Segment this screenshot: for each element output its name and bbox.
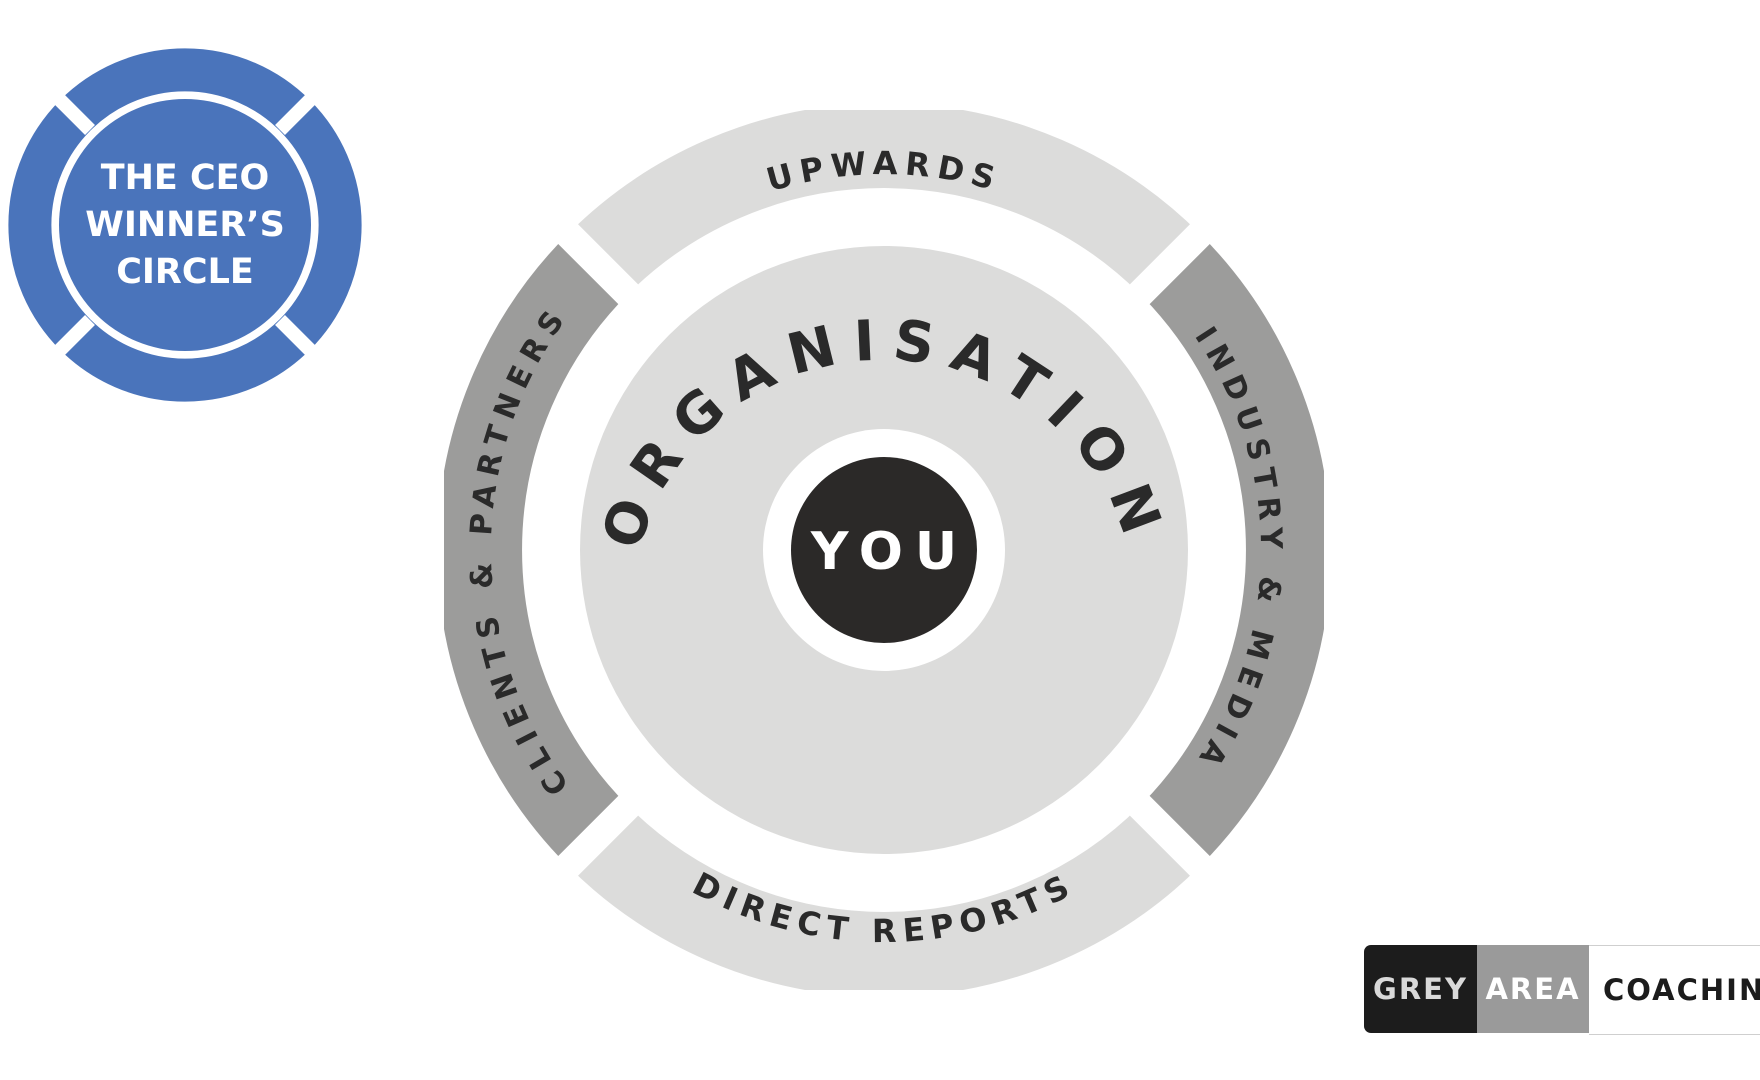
- badge-line-1: THE CEO: [101, 158, 270, 198]
- grey-area-coaching-logo: GREY AREA COACHING: [1364, 945, 1760, 1035]
- badge-ring-segment-left: [8, 100, 91, 350]
- badge-ring-segment-bottom: [60, 319, 310, 402]
- label-you: YOU: [810, 522, 969, 582]
- badge-ring-segment-right: [279, 100, 362, 350]
- badge-ring-segments: [8, 48, 362, 402]
- ring-segment-upwards: [567, 110, 1201, 295]
- you-disc: [791, 457, 977, 643]
- badge-ring-segment-top: [60, 48, 310, 131]
- ceo-winners-circle-badge: THE CEO WINNER’S CIRCLE: [8, 48, 362, 402]
- brand-grey: GREY: [1364, 945, 1477, 1033]
- brand-coaching: COACHING: [1589, 945, 1760, 1035]
- brand-area: AREA: [1477, 945, 1589, 1033]
- ring-segment-clients-partners: [444, 233, 629, 867]
- badge-gaps: [30, 70, 340, 380]
- badge-inner-disc: [59, 99, 311, 351]
- badge-line-2: WINNER’S: [85, 205, 285, 245]
- stakeholder-circle-diagram: UPWARDS DIRECT REPORTS CLIENTS & PARTNER…: [444, 110, 1324, 990]
- ring-gaps: [554, 220, 1214, 880]
- ring-segment-direct-reports: [567, 805, 1201, 990]
- ring-segment-industry-media: [1139, 233, 1324, 867]
- badge-line-3: CIRCLE: [116, 252, 254, 292]
